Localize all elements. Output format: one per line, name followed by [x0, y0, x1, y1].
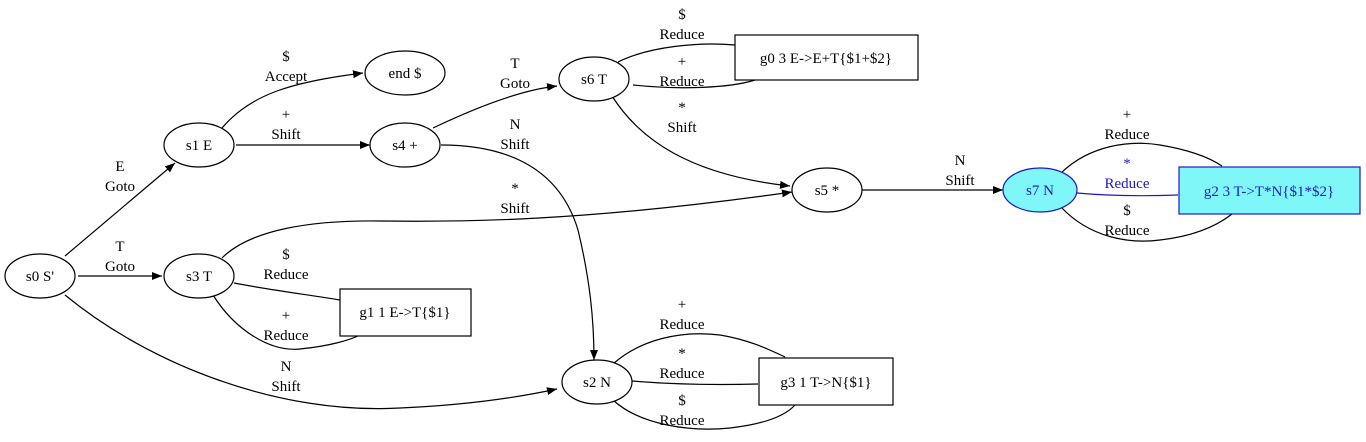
edge-label-action: Goto — [105, 179, 135, 195]
edge-label-action: Accept — [265, 69, 308, 85]
node-label: s0 S' — [26, 269, 54, 285]
edge-label-symbol: * — [511, 181, 519, 197]
edge-s2-g3-star: * Reduce — [631, 346, 759, 386]
edge-label-action: Shift — [271, 379, 301, 395]
node-label: g2 3 T->T*N{$1*$2} — [1204, 184, 1334, 200]
edge-s7-g2-star: * Reduce — [1076, 156, 1179, 197]
edge-label-symbol: T — [115, 239, 124, 255]
node-label: s3 T — [186, 269, 212, 285]
node-g3: g3 1 T->N{$1} — [758, 357, 894, 406]
edge-s1-end: $ Accept — [221, 49, 364, 129]
edge-label-symbol: $ — [282, 247, 290, 263]
edge-s6-g0-dollar: $ Reduce — [617, 7, 736, 63]
edge-s7-g2-plus: + Reduce — [1060, 107, 1223, 174]
edge-label-symbol: + — [678, 297, 686, 313]
edge-label-symbol: $ — [678, 393, 686, 409]
edge-label-symbol: E — [115, 159, 124, 175]
edge-label-symbol: * — [678, 346, 686, 362]
node-s6: s6 T — [558, 56, 630, 102]
edge-label-action: Reduce — [660, 366, 705, 382]
edge-label-symbol: T — [510, 56, 519, 72]
edge-s3-g1-plus: + Reduce — [212, 294, 361, 350]
edge-s3-s5: * Shift — [221, 181, 793, 259]
edge-label-action: Reduce — [660, 413, 705, 429]
node-s3: s3 T — [163, 253, 235, 299]
node-end: end $ — [364, 50, 446, 96]
node-s4: s4 + — [369, 122, 441, 168]
edge-s0-s3: T Goto — [78, 239, 162, 280]
edge-label-symbol: N — [955, 153, 966, 169]
node-label: s1 E — [186, 138, 212, 154]
node-label: g3 1 T->N{$1} — [780, 375, 871, 391]
edge-label-action: Reduce — [1105, 223, 1150, 239]
edge-label-action: Shift — [500, 137, 530, 153]
node-s0: s0 S' — [4, 253, 76, 299]
edge-s7-g2-dollar: $ Reduce — [1060, 203, 1233, 242]
edge-s0-s1: E Goto — [64, 159, 176, 257]
edge-label-action: Reduce — [1105, 176, 1150, 192]
edge-label-symbol: $ — [678, 7, 686, 23]
edge-s6-g0-plus: + Reduce — [632, 54, 756, 90]
edge-label-action: Goto — [500, 76, 530, 92]
edge-label-symbol: + — [282, 308, 290, 324]
edge-label-action: Reduce — [660, 74, 705, 90]
edge-label-action: Reduce — [660, 27, 705, 43]
node-s5: s5 * — [791, 167, 863, 213]
node-s7-highlighted: s7 N — [1002, 167, 1078, 213]
edge-s3-g1-dollar: $ Reduce — [233, 247, 341, 301]
edge-label-action: Shift — [500, 201, 530, 217]
edge-s2-g3-dollar: $ Reduce — [612, 393, 796, 430]
edge-label-action: Reduce — [264, 267, 309, 283]
edge-s6-s5: * Shift — [611, 95, 791, 189]
node-g0: g0 3 E->E+T{$1+$2} — [734, 34, 919, 81]
node-g1: g1 1 E->T{$1} — [339, 288, 472, 337]
node-s1: s1 E — [163, 122, 235, 168]
node-label: g0 3 E->E+T{$1+$2} — [760, 51, 892, 67]
edge-label-symbol: + — [282, 107, 290, 123]
edge-label-action: Reduce — [660, 317, 705, 333]
edge-label-symbol: * — [1123, 156, 1131, 172]
edge-s2-g3-plus: + Reduce — [612, 297, 786, 365]
edge-label-action: Shift — [945, 173, 975, 189]
edge-label-action: Reduce — [1105, 127, 1150, 143]
node-label: s5 * — [815, 183, 840, 199]
edge-label-action: Reduce — [264, 328, 309, 344]
node-g2-highlighted: g2 3 T->T*N{$1*$2} — [1178, 166, 1361, 215]
edge-s5-s7: N Shift — [862, 153, 1003, 194]
edge-label-action: Goto — [105, 259, 135, 275]
edge-s1-s4: + Shift — [236, 107, 370, 149]
edge-label-symbol: N — [510, 117, 521, 133]
node-label: end $ — [389, 66, 422, 82]
node-label: s6 T — [581, 72, 607, 88]
node-label: s4 + — [392, 138, 418, 154]
edge-label-symbol: + — [678, 54, 686, 70]
edge-label-symbol: * — [678, 100, 686, 116]
node-label: s2 N — [583, 375, 611, 391]
edge-label-symbol: $ — [1123, 203, 1131, 219]
node-label: s7 N — [1026, 183, 1054, 199]
edge-s4-s2: N Shift — [440, 117, 598, 361]
edge-label-symbol: N — [281, 359, 292, 375]
edge-label-symbol: $ — [282, 49, 290, 65]
edge-label-action: Shift — [271, 127, 301, 143]
edge-label-action: Shift — [667, 120, 697, 136]
node-s2: s2 N — [561, 359, 633, 405]
edge-s0-s2: N Shift — [64, 294, 558, 410]
edge-s4-s6: T Goto — [432, 56, 558, 129]
node-label: g1 1 E->T{$1} — [359, 305, 450, 321]
edge-label-symbol: + — [1123, 107, 1131, 123]
